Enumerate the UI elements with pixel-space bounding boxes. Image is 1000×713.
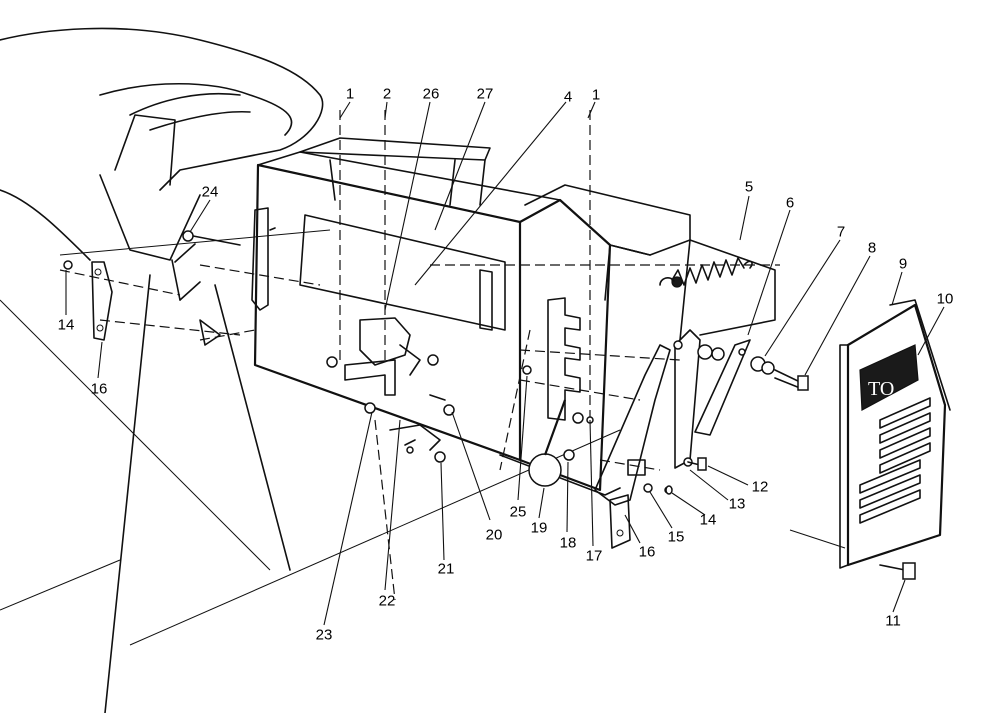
callout-14b: 14 <box>699 511 717 529</box>
callout-1b: 1 <box>591 86 601 104</box>
callout-25: 25 <box>509 503 527 521</box>
callout-8: 8 <box>867 239 877 257</box>
callout-27: 27 <box>476 85 494 103</box>
callout-12: 12 <box>751 478 769 496</box>
callout-17: 17 <box>585 547 603 565</box>
callout-13: 13 <box>728 495 746 513</box>
callout-9: 9 <box>898 255 908 273</box>
callout-16b: 16 <box>638 543 656 561</box>
callout-24: 24 <box>201 183 219 201</box>
callout-19: 19 <box>530 519 548 537</box>
assembly-dashed-lines <box>59 110 681 601</box>
callout-2: 2 <box>382 85 392 103</box>
callout-26: 26 <box>422 85 440 103</box>
callout-16: 16 <box>90 380 108 398</box>
callout-11: 11 <box>885 612 901 630</box>
callout-22: 22 <box>378 592 396 610</box>
callout-4: 4 <box>563 88 573 106</box>
lever-assembly <box>522 257 809 549</box>
callout-7: 7 <box>836 223 846 241</box>
tractor-body-outline <box>0 27 621 713</box>
center-bracket-hardware <box>326 317 455 463</box>
side-cover-logo-text: TO <box>868 378 894 400</box>
leader-lines <box>65 101 945 626</box>
side-cover-panel: TO <box>789 299 951 580</box>
callout-21: 21 <box>437 560 455 578</box>
callout-23: 23 <box>315 626 333 644</box>
callout-18: 18 <box>559 534 577 552</box>
callout-10: 10 <box>936 290 954 308</box>
callout-15: 15 <box>667 528 685 546</box>
callout-6: 6 <box>785 194 795 212</box>
callout-5: 5 <box>744 178 754 196</box>
callout-1: 1 <box>345 85 355 103</box>
callout-20: 20 <box>485 526 503 544</box>
callout-14: 14 <box>57 316 75 334</box>
control-panel-housing <box>199 137 780 496</box>
left-bracket-hardware <box>63 230 241 346</box>
